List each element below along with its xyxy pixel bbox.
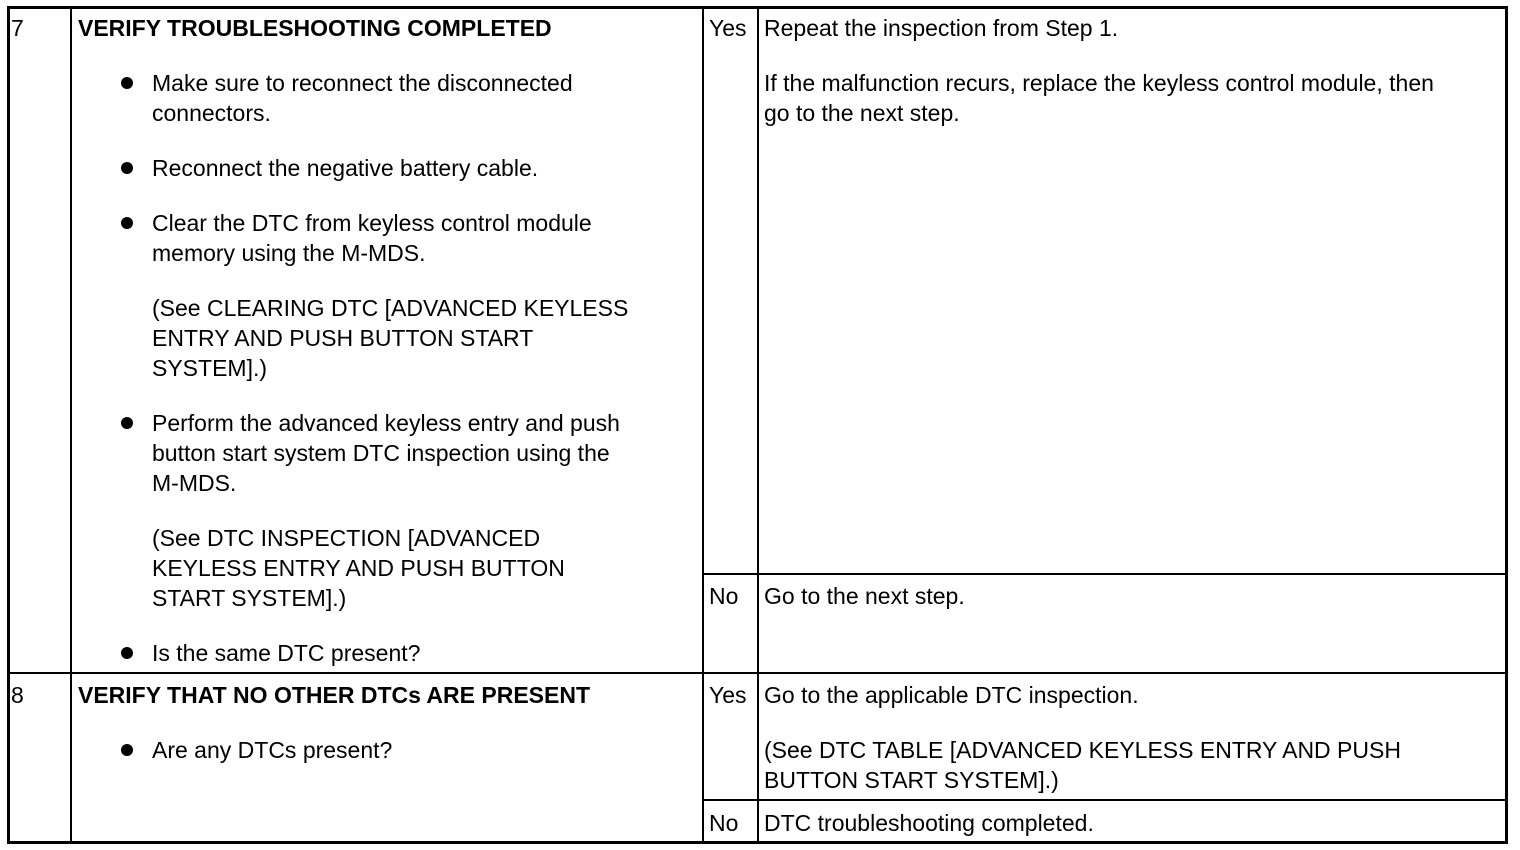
- yes-label: Yes: [709, 682, 747, 708]
- no-action-line: DTC troubleshooting completed.: [764, 810, 1094, 836]
- column-divider: [702, 8, 704, 842]
- column-divider: [757, 8, 759, 842]
- reference-line: ENTRY AND PUSH BUTTON START: [152, 325, 534, 351]
- step-item-line: Clear the DTC from keyless control modul…: [152, 210, 592, 236]
- step-item-line: button start system DTC inspection using…: [152, 440, 610, 466]
- bullet-icon: [121, 217, 133, 229]
- yes-no-divider: [702, 799, 1506, 801]
- step-item-line: Perform the advanced keyless entry and p…: [152, 410, 620, 436]
- reference-line: START SYSTEM].): [152, 585, 347, 611]
- reference-line: KEYLESS ENTRY AND PUSH BUTTON: [152, 555, 565, 581]
- reference-line: (See CLEARING DTC [ADVANCED KEYLESS: [152, 295, 629, 321]
- yes-no-divider: [702, 573, 1506, 575]
- bullet-icon: [121, 417, 133, 429]
- troubleshooting-table: [7, 6, 1508, 844]
- bullet-icon: [121, 162, 133, 174]
- row-divider: [8, 672, 1506, 674]
- reference-line: BUTTON START SYSTEM].): [764, 767, 1059, 793]
- yes-action-line: go to the next step.: [764, 100, 960, 126]
- reference-line: (See DTC TABLE [ADVANCED KEYLESS ENTRY A…: [764, 737, 1401, 763]
- bullet-icon: [121, 77, 133, 89]
- step-number: 7: [11, 15, 24, 41]
- reference-line: (See DTC INSPECTION [ADVANCED: [152, 525, 541, 551]
- no-label: No: [709, 583, 739, 609]
- yes-label: Yes: [709, 15, 747, 41]
- bullet-icon: [121, 744, 133, 756]
- step-item-line: Are any DTCs present?: [152, 737, 393, 763]
- yes-action-line: Go to the applicable DTC inspection.: [764, 682, 1139, 708]
- no-action-line: Go to the next step.: [764, 583, 965, 609]
- yes-action-line: Repeat the inspection from Step 1.: [764, 15, 1119, 41]
- yes-action-line: If the malfunction recurs, replace the k…: [764, 70, 1434, 96]
- step-item-line: Is the same DTC present?: [152, 640, 421, 666]
- step-item-line: Make sure to reconnect the disconnected: [152, 70, 573, 96]
- column-divider: [70, 8, 72, 842]
- bullet-icon: [121, 647, 133, 659]
- reference-line: SYSTEM].): [152, 355, 268, 381]
- step-title: VERIFY THAT NO OTHER DTCs ARE PRESENT: [78, 682, 591, 708]
- step-item-line: M-MDS.: [152, 470, 237, 496]
- step-item-line: memory using the M-MDS.: [152, 240, 426, 266]
- step-number: 8: [11, 682, 24, 708]
- step-item-line: connectors.: [152, 100, 271, 126]
- step-item-line: Reconnect the negative battery cable.: [152, 155, 539, 181]
- no-label: No: [709, 810, 739, 836]
- step-title: VERIFY TROUBLESHOOTING COMPLETED: [78, 15, 552, 41]
